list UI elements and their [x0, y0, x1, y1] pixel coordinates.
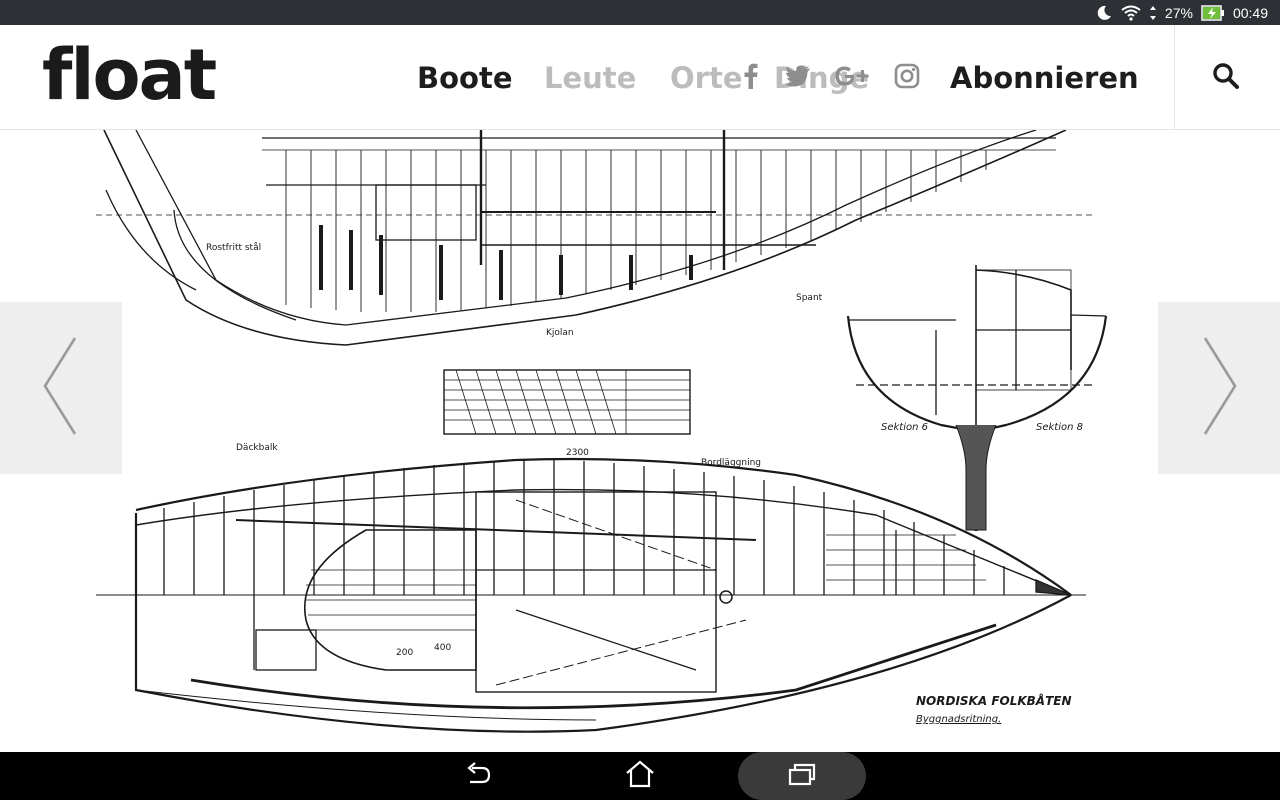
battery-percent: 27% — [1164, 4, 1193, 21]
moon-icon — [1095, 4, 1113, 22]
nav-leute[interactable]: Leute — [544, 61, 637, 95]
svg-text:Kjolan: Kjolan — [546, 328, 574, 338]
chevron-left-icon — [41, 336, 81, 441]
google-plus-icon[interactable] — [832, 59, 872, 93]
data-arrows-icon — [1149, 5, 1157, 21]
recents-icon — [787, 762, 817, 791]
svg-text:200: 200 — [396, 648, 413, 658]
float-logo[interactable]: float — [42, 34, 217, 116]
drawing-subtitle: Byggnadsritning. — [916, 714, 1001, 725]
nav-orte[interactable]: Orte — [670, 61, 743, 95]
battery-charging-icon — [1201, 4, 1225, 21]
gallery-viewer: Rostfritt stål Kjolan Spant Däckbalk Bor… — [0, 130, 1280, 752]
nav-boote[interactable]: Boote — [417, 61, 513, 95]
recents-button[interactable] — [778, 752, 826, 800]
search-icon — [1212, 62, 1240, 95]
home-button[interactable] — [616, 752, 664, 800]
system-nav-bar — [0, 752, 1280, 800]
boat-plan-drawing: Rostfritt stål Kjolan Spant Däckbalk Bor… — [96, 130, 1108, 733]
recents-highlight — [738, 752, 866, 800]
svg-text:400: 400 — [434, 643, 451, 653]
back-button[interactable] — [454, 752, 502, 800]
previous-image-button[interactable] — [0, 302, 122, 474]
nav-abonnieren[interactable]: Abonnieren — [950, 61, 1139, 95]
home-icon — [625, 760, 655, 793]
twitter-icon[interactable] — [784, 59, 812, 93]
svg-text:Rostfritt stål: Rostfritt stål — [206, 242, 261, 253]
svg-text:2300: 2300 — [566, 448, 589, 458]
site-header: float Boote Leute Orte Dinge Abonnieren — [0, 25, 1280, 130]
section-left-label: Sektion 6 — [881, 422, 928, 433]
header-divider — [1174, 25, 1175, 129]
back-icon — [464, 761, 492, 791]
facebook-icon[interactable] — [740, 59, 762, 93]
clock: 00:49 — [1232, 4, 1268, 21]
section-right-label: Sektion 8 — [1036, 422, 1083, 433]
wifi-icon — [1121, 5, 1141, 21]
chevron-right-icon — [1199, 336, 1239, 441]
instagram-icon[interactable] — [892, 59, 922, 93]
svg-text:Däckbalk: Däckbalk — [236, 443, 278, 453]
status-bar: 27% 00:49 — [0, 0, 1280, 25]
svg-text:Spant: Spant — [796, 293, 823, 303]
search-button[interactable] — [1204, 61, 1248, 95]
svg-text:Bordläggning: Bordläggning — [701, 458, 761, 468]
next-image-button[interactable] — [1158, 302, 1280, 474]
drawing-title: NORDISKA FOLKBÅTEN — [916, 693, 1072, 708]
